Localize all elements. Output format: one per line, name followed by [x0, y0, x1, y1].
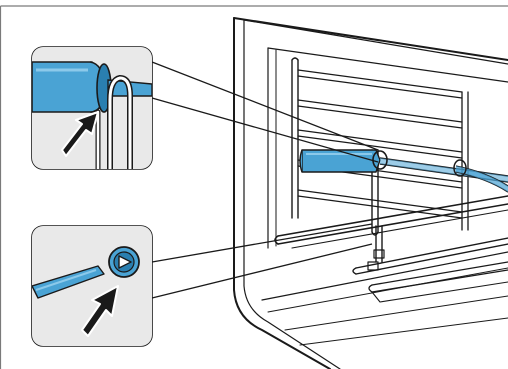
side-rail-rack: [275, 58, 508, 302]
inset-hook-detail: [32, 47, 152, 169]
screwdriver: [300, 150, 508, 192]
release-button-icon: [109, 247, 139, 277]
callout-leader-lines: [152, 62, 378, 298]
oven-interior: [234, 18, 508, 369]
inset-release-detail: [32, 226, 152, 346]
